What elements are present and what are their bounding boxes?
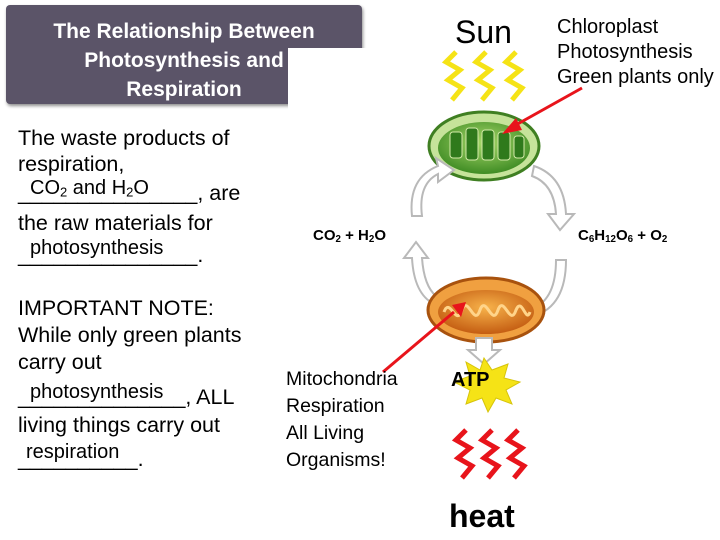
note-line-4: ______________, ALL xyxy=(18,384,234,410)
note-line-6: __________. xyxy=(18,446,144,472)
atp-label: ATP xyxy=(451,369,490,391)
chloroplast-line-2: Photosynthesis xyxy=(557,41,693,63)
blank-2: _______________ xyxy=(18,243,198,267)
answer-photosynthesis-1: photosynthesis xyxy=(30,237,164,259)
heat-lightning-icon xyxy=(451,428,528,480)
equation-co2-h2o: CO2 + H2O xyxy=(313,227,386,245)
blank-3: ______________ xyxy=(18,385,186,409)
title-line-2: Photosynthesis and xyxy=(84,49,284,72)
mitochondria-label: Mitochondria Respiration All Living Orga… xyxy=(286,366,398,474)
title-line-1: The Relationship Between xyxy=(53,20,315,43)
blank-4: __________ xyxy=(18,447,138,471)
note-line-1: IMPORTANT NOTE: xyxy=(18,296,214,320)
blank-1: _______________ xyxy=(18,181,198,205)
atp-burst-icon xyxy=(452,356,522,414)
after-blank-2: . xyxy=(197,243,204,267)
cycle-diagram xyxy=(402,50,577,480)
mitochondrion-icon xyxy=(426,276,546,344)
note-line-2: While only green plants xyxy=(18,323,242,347)
after-blank-4: . xyxy=(137,447,144,471)
waste-line-1: The waste products of xyxy=(18,126,230,150)
after-blank-3: , ALL xyxy=(185,385,235,409)
waste-line-4: the raw materials for xyxy=(18,211,213,235)
sun-label: Sun xyxy=(455,14,512,50)
mito-line-4: Organisms! xyxy=(286,449,386,471)
waste-line-5: _______________. xyxy=(18,242,203,268)
mito-line-3: All Living xyxy=(286,422,365,444)
title-line-3: Respiration xyxy=(126,78,242,101)
sun-lightning-icon xyxy=(441,50,526,102)
heat-label: heat xyxy=(449,498,515,534)
note-line-5: living things carry out xyxy=(18,413,220,437)
waste-line-2: respiration, xyxy=(18,152,125,176)
chloroplast-label: Chloroplast Photosynthesis Green plants … xyxy=(557,15,714,90)
mito-line-2: Respiration xyxy=(286,395,385,417)
chloroplast-line-3: Green plants only xyxy=(557,66,714,88)
answer-respiration: respiration xyxy=(26,441,120,463)
after-blank-1: , are xyxy=(197,181,241,205)
answer-co2-h2o: CO2 and H2O xyxy=(30,177,149,200)
waste-line-3: _______________, are xyxy=(18,180,240,206)
answer-photosynthesis-2: photosynthesis xyxy=(30,381,164,403)
mito-line-1: Mitochondria xyxy=(286,368,398,390)
equation-glucose-o2: C6H12O6 + O2 xyxy=(578,227,668,245)
chloroplast-line-1: Chloroplast xyxy=(557,16,659,38)
down-arrow-icon xyxy=(465,337,503,366)
note-line-3: carry out xyxy=(18,350,102,374)
